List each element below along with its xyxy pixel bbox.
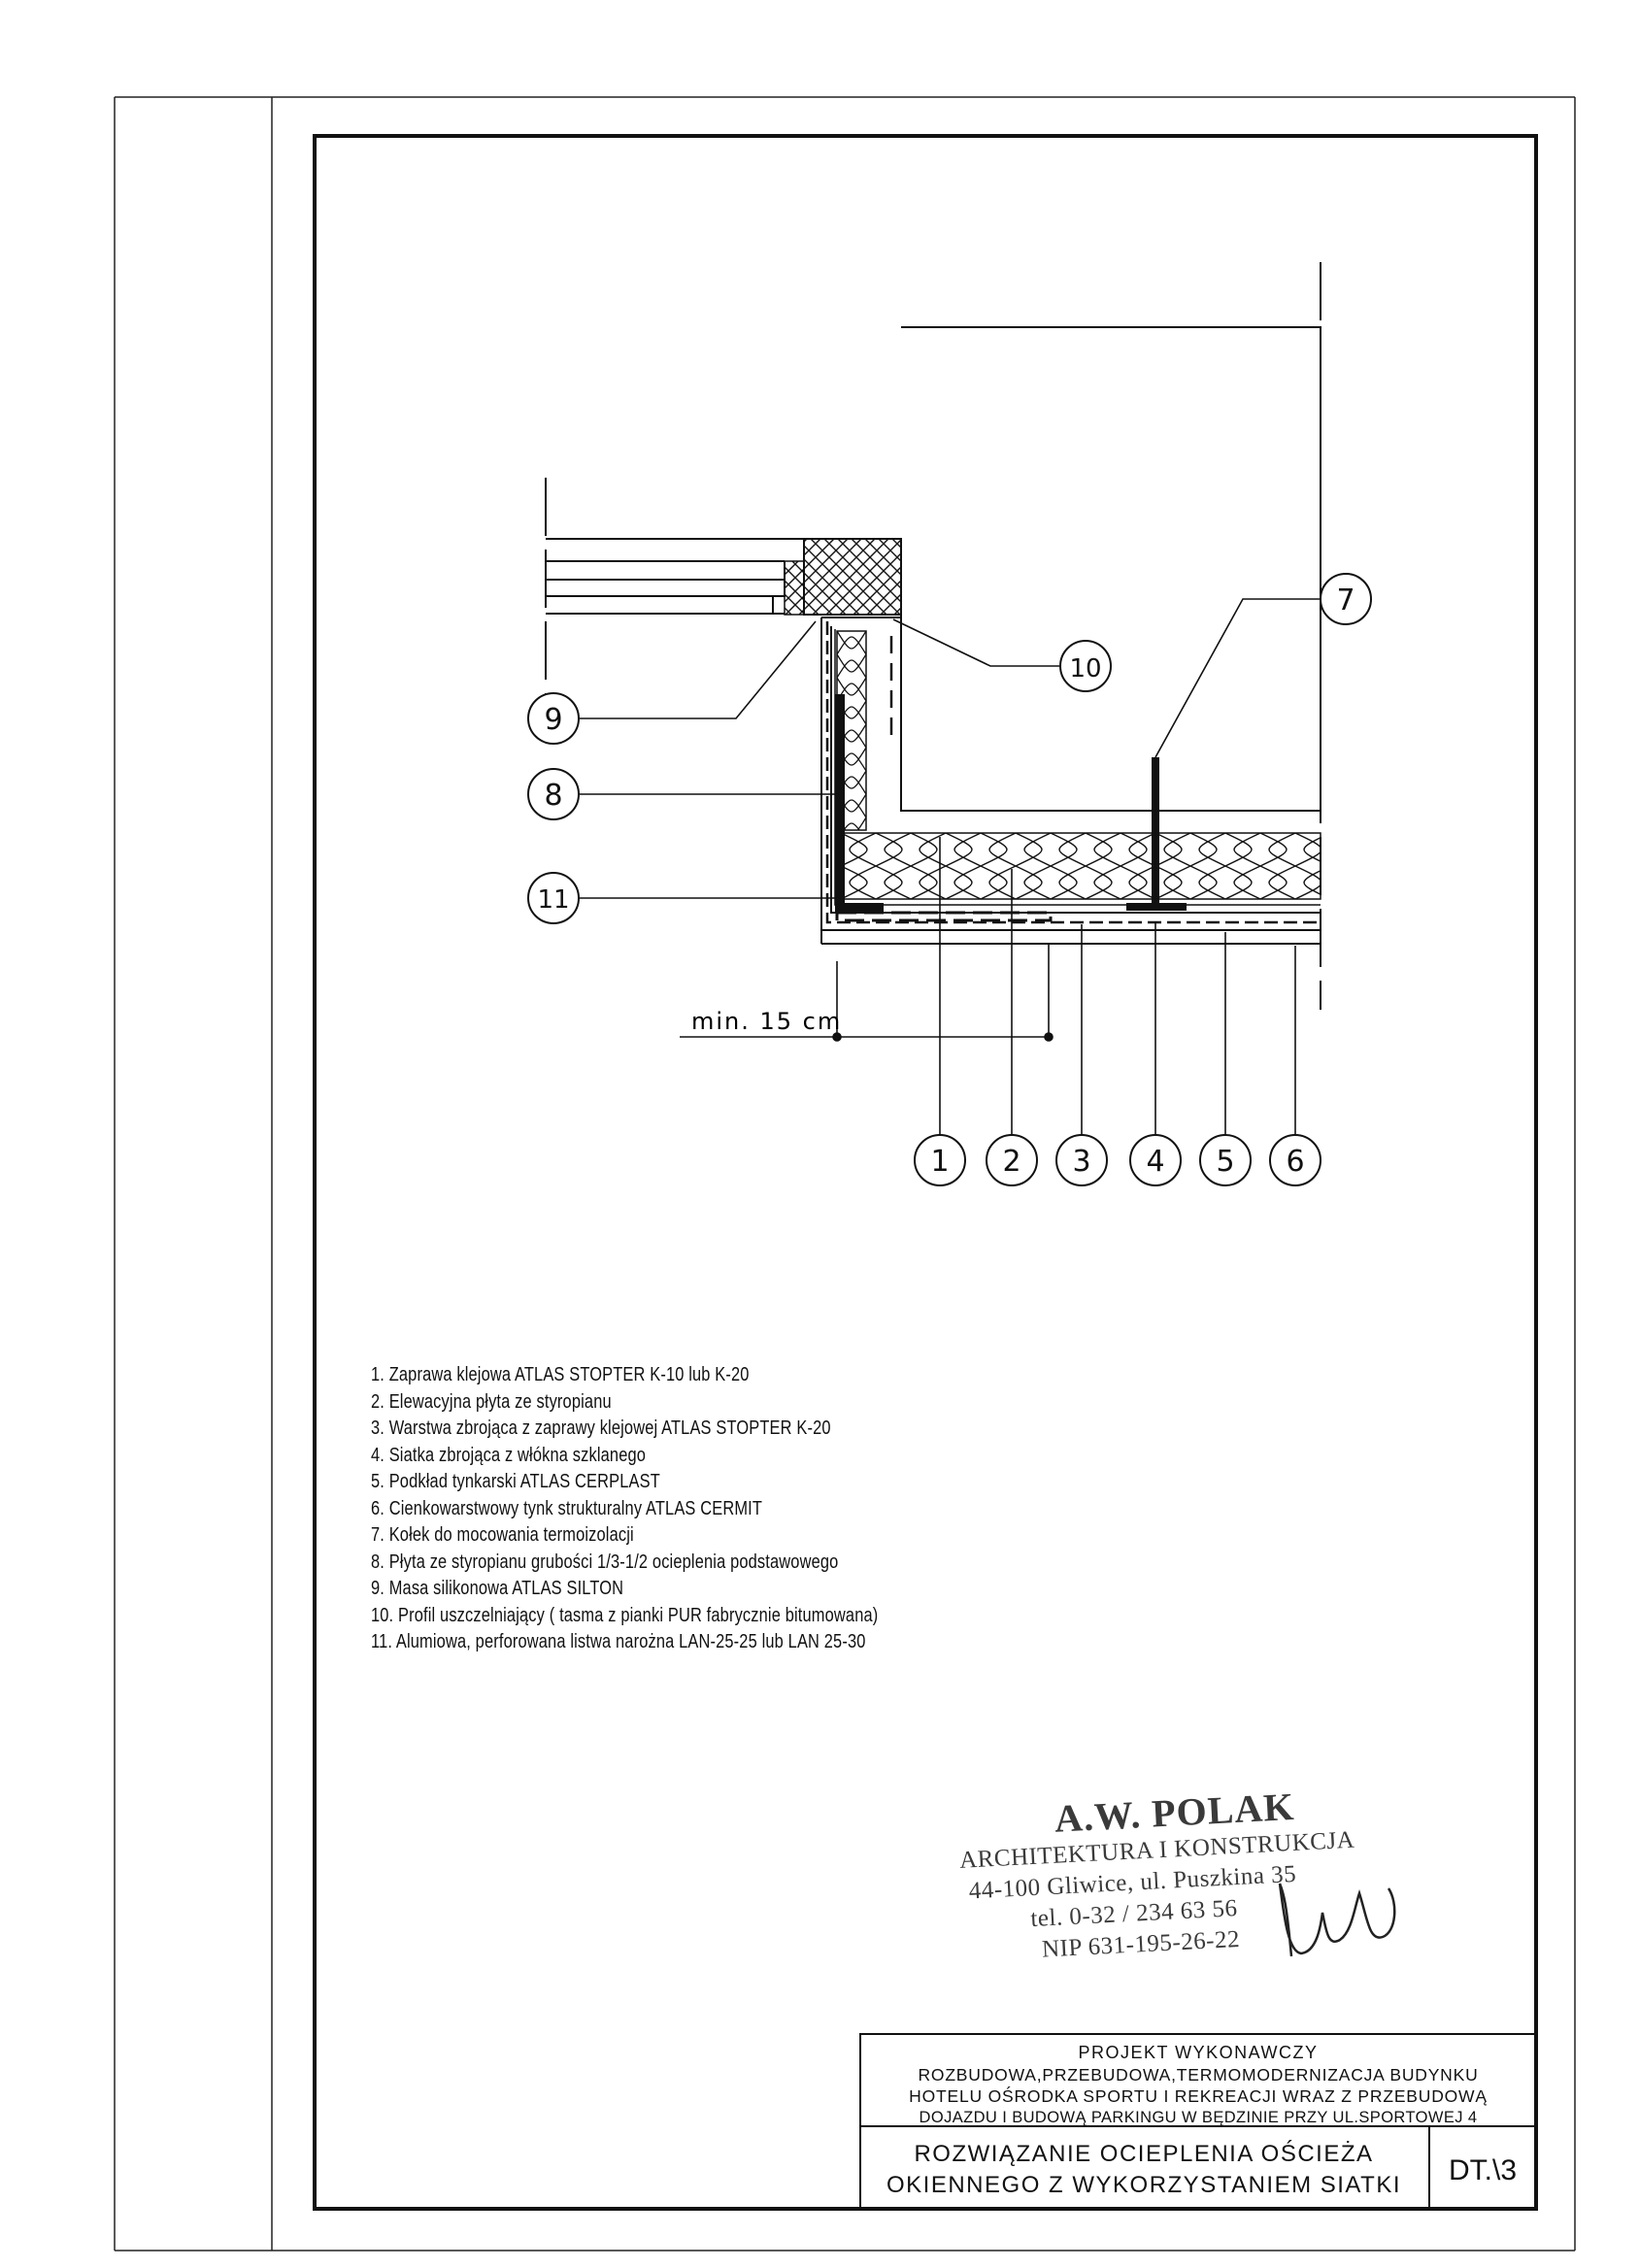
- sealing-profile: [784, 538, 902, 616]
- callout-circle-2: [986, 1134, 1038, 1186]
- callout-circle-6: [1269, 1134, 1321, 1186]
- title-project-desc-3: DOJAZDU I BUDOWĄ PARKINGU W BĘDZINIE PRZ…: [920, 2109, 1478, 2126]
- window-frame: [545, 478, 804, 718]
- legend-list: 1. Zaprawa klejowa ATLAS STOPTER K-10 lu…: [371, 1361, 915, 1655]
- leader-lines: [579, 598, 1321, 1136]
- callout-circle-3: [1055, 1134, 1108, 1186]
- legend-item: 6. Cienkowarstwowy tynk strukturalny ATL…: [371, 1496, 763, 1519]
- dimension-min-15cm: [680, 944, 1054, 1042]
- stamp-line-4: NIP 631-195-26-22: [1041, 1925, 1241, 1963]
- callout-label-1: 1: [930, 1145, 949, 1179]
- callout-circle-8: [527, 768, 580, 820]
- callout-circle-4: [1129, 1134, 1182, 1186]
- legend-item: 5. Podkład tynkarski ATLAS CERPLAST: [371, 1470, 660, 1492]
- callout-label-6: 6: [1286, 1145, 1304, 1179]
- callout-label-9: 9: [544, 703, 562, 737]
- callout-label-5: 5: [1216, 1145, 1234, 1179]
- insulation-anchor: [1126, 757, 1187, 911]
- title-drawing-number: DT.\3: [1449, 2154, 1517, 2186]
- legend-item: 1. Zaprawa klejowa ATLAS STOPTER K-10 lu…: [371, 1363, 750, 1385]
- callout-circle-5: [1199, 1134, 1252, 1186]
- legend-item: 4. Siatka zbrojąca z włókna szklanego: [371, 1443, 647, 1466]
- dimension-label: min. 15 cm: [691, 1008, 842, 1035]
- signature: [1278, 1883, 1396, 1957]
- callout-circle-11: [527, 872, 580, 924]
- legend-item: 11. Alumiowa, perforowana listwa narożna…: [371, 1630, 866, 1652]
- legend-item: 10. Profil uszczelniający ( tasma z pian…: [371, 1603, 879, 1626]
- callout-label-7: 7: [1336, 584, 1355, 617]
- callout-group: [527, 573, 1372, 1186]
- callout-label-11: 11: [537, 885, 569, 915]
- callout-circle-7: [1320, 573, 1372, 625]
- legend-item: 7. Kołek do mocowania termoizolacji: [371, 1523, 634, 1546]
- callout-circle-10: [1059, 640, 1112, 692]
- callout-label-2: 2: [1002, 1145, 1020, 1179]
- callout-label-4: 4: [1146, 1145, 1164, 1179]
- title-project-type: PROJEKT WYKONAWCZY: [1078, 2043, 1318, 2062]
- callout-label-10: 10: [1069, 654, 1101, 684]
- title-project-desc-2: HOTELU OŚRODKA SPORTU I REKREACJI WRAZ Z…: [909, 2085, 1488, 2106]
- legend-item: 9. Masa silikonowa ATLAS SILTON: [371, 1577, 624, 1599]
- title-drawing-1: ROZWIĄZANIE OCIEPLENIA OŚCIEŻA: [914, 2140, 1373, 2167]
- corner-profile: [835, 694, 1053, 922]
- reveal-insulation: [836, 630, 893, 831]
- callout-circle-1: [914, 1134, 966, 1186]
- legend-item: 3. Warstwa zbrojąca z zaprawy klejowej A…: [371, 1417, 831, 1439]
- callout-label-3: 3: [1072, 1145, 1090, 1179]
- title-drawing-2: OKIENNEGO Z WYKORZYSTANIEM SIATKI: [886, 2172, 1401, 2198]
- legend-item: 8. Płyta ze styropianu grubości 1/3-1/2 …: [371, 1550, 839, 1573]
- callout-label-8: 8: [544, 779, 562, 813]
- facade-insulation: [840, 832, 1321, 900]
- title-project-desc-1: ROZBUDOWA,PRZEBUDOWA,TERMOMODERNIZACJA B…: [918, 2065, 1478, 2085]
- legend-item: 2. Elewacyjna płyta ze styropianu: [371, 1389, 612, 1413]
- company-stamp: A.W. POLAK ARCHITEKTURA I KONSTRUKCJA 44…: [956, 1779, 1384, 1994]
- callout-circle-9: [527, 692, 580, 745]
- title-block-frame: [859, 2033, 1537, 2210]
